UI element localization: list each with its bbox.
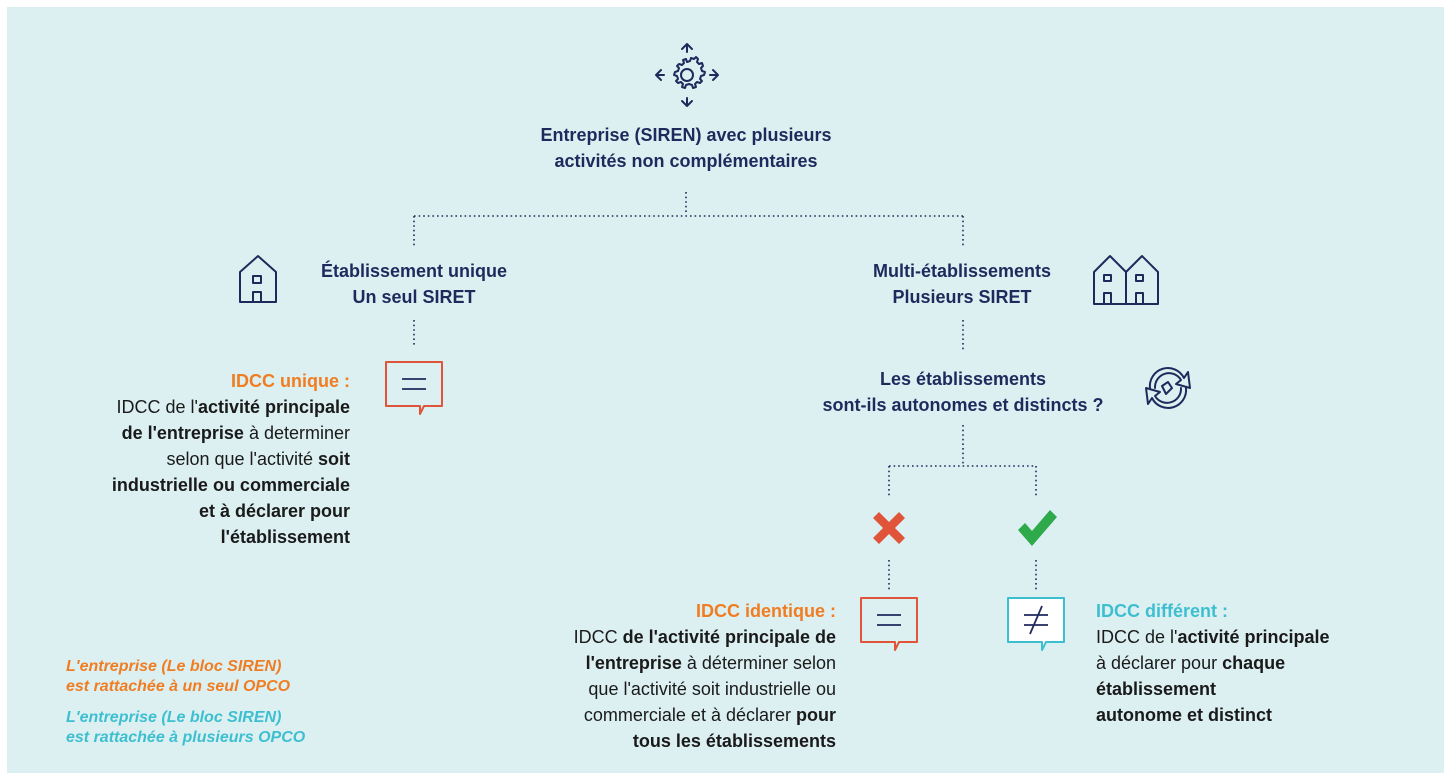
- text-line: l'établissement: [60, 524, 350, 550]
- legend-single-opco-line1: L'entreprise (Le bloc SIREN): [66, 658, 282, 675]
- text-segment: que l'activité soit industrielle ou: [588, 679, 836, 699]
- company-title-line1: Entreprise (SIREN) avec plusieurs: [540, 125, 832, 145]
- bold-segment: activité principale: [1177, 627, 1330, 647]
- text-line: et à déclarer pour: [60, 498, 350, 524]
- single-establishment-line2: Un seul SIRET: [352, 287, 476, 307]
- bold-segment: tous les établissements: [632, 731, 836, 751]
- bold-segment: activité principale: [197, 397, 350, 417]
- multi-establishment-line1: Multi-établissements: [872, 261, 1052, 281]
- text-line: industrielle ou commerciale: [60, 472, 350, 498]
- autonomy-question: Les établissements sont-ils autonomes et…: [778, 366, 1148, 418]
- legend-multiple-opco-line1: L'entreprise (Le bloc SIREN): [66, 709, 282, 726]
- bold-segment: pour: [796, 705, 836, 725]
- multi-establishment-label: Multi-établissements Plusieurs SIRET: [846, 258, 1078, 310]
- gear-with-arrows-icon: [655, 43, 719, 107]
- multi-establishment-line2: Plusieurs SIRET: [892, 287, 1032, 307]
- bold-segment: et à déclarer pour: [198, 501, 350, 521]
- text-line: commerciale et à déclarer pour: [500, 702, 836, 728]
- text-segment: selon que l'activité: [166, 449, 318, 469]
- text-line: établissement: [1096, 676, 1396, 702]
- text-line: que l'activité soit industrielle ou: [500, 676, 836, 702]
- text-segment: IDCC: [573, 627, 623, 647]
- bold-segment: l'établissement: [220, 527, 350, 547]
- idcc-unique-heading: IDCC unique :: [231, 371, 350, 391]
- diagram-panel: [7, 7, 1444, 773]
- bold-segment: établissement: [1096, 679, 1217, 699]
- legend-multiple-opco-line2: est rattachée à plusieurs OPCO: [66, 729, 306, 746]
- text-line: IDCC de l'activité principale de: [500, 624, 836, 650]
- refresh-cycle-icon: [1145, 367, 1191, 409]
- bold-segment: l'entreprise: [585, 653, 682, 673]
- autonomy-question-line2: sont-ils autonomes et distincts ?: [822, 395, 1104, 415]
- idcc-identique-heading: IDCC identique :: [696, 601, 836, 621]
- bold-segment: de l'activité principale de: [622, 627, 836, 647]
- text-line: IDCC de l'activité principale: [1096, 624, 1396, 650]
- text-line: tous les établissements: [500, 728, 836, 754]
- legend-multiple-opco: L'entreprise (Le bloc SIREN) est rattach…: [66, 708, 386, 748]
- text-segment: IDCC de l': [1096, 627, 1178, 647]
- autonomy-question-line1: Les établissements: [879, 369, 1047, 389]
- text-line: à déclarer pour chaque: [1096, 650, 1396, 676]
- bold-segment: autonome et distinct: [1096, 705, 1273, 725]
- red-cross-icon: [873, 512, 905, 544]
- green-check-icon: [1018, 510, 1057, 546]
- idcc-different-heading: IDCC différent :: [1096, 601, 1228, 621]
- speech-bubble-not-equal-icon: [1007, 597, 1065, 651]
- company-title-line2: activités non complémentaires: [554, 151, 818, 171]
- bold-segment: industrielle ou commerciale: [111, 475, 350, 495]
- text-line: de l'entreprise à determiner: [60, 420, 350, 446]
- two-buildings-icon: [1093, 255, 1159, 305]
- single-building-icon: [239, 255, 277, 303]
- bold-segment: de l'entreprise: [121, 423, 244, 443]
- text-segment: à déterminer selon: [681, 653, 836, 673]
- speech-bubble-equal-icon: [860, 597, 918, 651]
- single-establishment-line1: Établissement unique: [320, 261, 508, 281]
- company-title: Entreprise (SIREN) avec plusieurs activi…: [486, 122, 886, 174]
- speech-bubble-equal-icon: [385, 361, 443, 415]
- text-line: autonome et distinct: [1096, 702, 1396, 728]
- legend-single-opco-line2: est rattachée à un seul OPCO: [66, 678, 291, 695]
- legend-single-opco: L'entreprise (Le bloc SIREN) est rattach…: [66, 657, 386, 697]
- text-segment: à determiner: [243, 423, 350, 443]
- bold-segment: chaque: [1222, 653, 1286, 673]
- single-establishment-label: Établissement unique Un seul SIRET: [302, 258, 526, 310]
- text-line: IDCC de l'activité principale: [60, 394, 350, 420]
- bold-segment: soit: [317, 449, 350, 469]
- text-line: selon que l'activité soit: [60, 446, 350, 472]
- text-segment: IDCC de l': [116, 397, 198, 417]
- text-segment: commerciale et à déclarer: [583, 705, 796, 725]
- text-line: l'entreprise à déterminer selon: [500, 650, 836, 676]
- text-segment: à déclarer pour: [1096, 653, 1223, 673]
